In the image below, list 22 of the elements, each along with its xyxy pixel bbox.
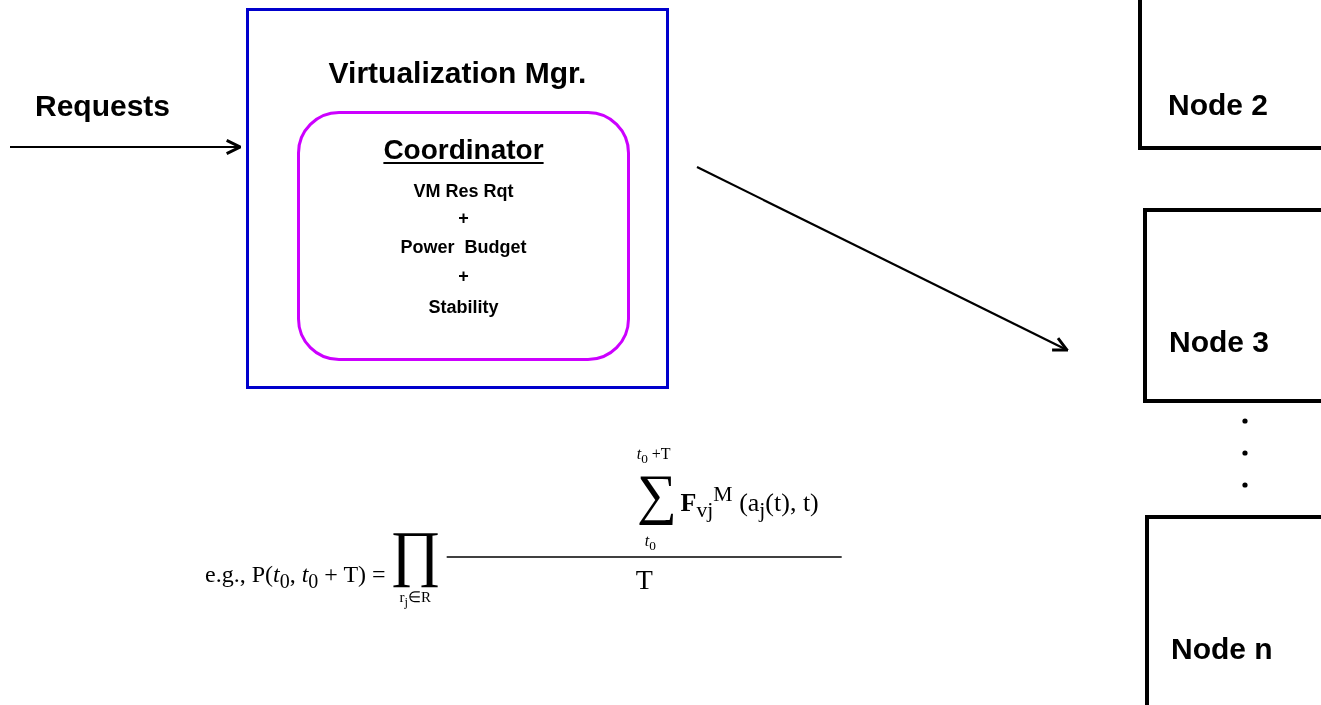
manager-box [246,8,669,389]
requirement-text: Power Budget [399,237,528,258]
product-index: r$_{j}$∈R [399,590,431,609]
node-label: Node n [1171,632,1273,666]
server-node-box [1145,515,1321,705]
plus-sign: + [457,266,470,287]
box-title: Virtualization Mgr. [327,56,588,90]
denominator-text: T [635,566,653,594]
coordinator-box [297,111,630,361]
server-node-box [1143,208,1321,403]
sum-upper-limit: t$_{0}$ +T [636,446,671,466]
requirement-text: VM Res Rqt [412,181,515,202]
arrow [10,138,242,156]
sum-lower-limit: t$_{0}$ [644,533,656,553]
node-label: Node 2 [1168,88,1269,122]
coordinator-title: Coordinator [382,134,545,166]
requirement-text: Stability [427,297,500,318]
server-node-box [1138,0,1321,150]
plus-sign: + [457,208,470,229]
node-label: Node 3 [1169,325,1270,359]
formula-text: e.g., P(t$_{0}$, t$_{0}$ + T) = [205,562,386,591]
arrow [696,166,1069,352]
